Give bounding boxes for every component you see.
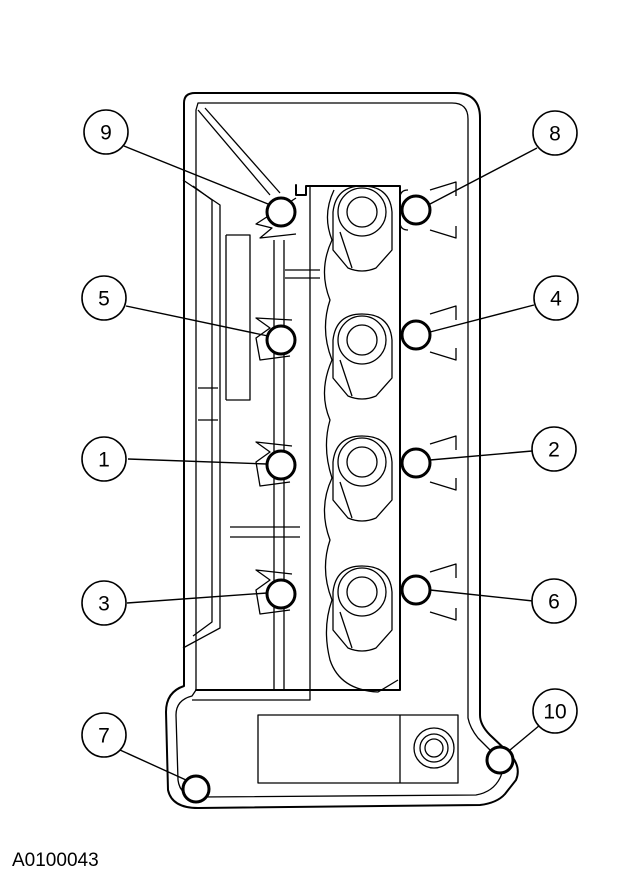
cover-outline [165,92,519,809]
callout-9: 9 [83,109,129,155]
callout-10: 10 [532,688,578,734]
cam-tower-outline [323,189,399,693]
callout-label-5: 5 [98,288,110,311]
callout-6: 6 [531,578,577,624]
callout-label-2: 2 [548,439,560,462]
callout-label-7: 7 [98,725,110,748]
callout-8: 8 [532,110,578,156]
callout-1: 1 [81,436,127,482]
spark-plug-tube-4 [332,565,393,652]
callout-3: 3 [81,580,127,626]
leader-lines [119,145,541,781]
callout-2: 2 [531,426,577,472]
bolt-8 [400,194,432,226]
right-bosses [399,181,457,621]
callout-label-9: 9 [100,122,112,145]
bolt-4 [400,319,432,351]
spark-plug-tube-3 [332,435,393,522]
callout-label-3: 3 [98,593,110,616]
figure-id: A0100043 [12,850,99,871]
callout-4: 4 [533,275,579,321]
bolt-1 [265,449,297,481]
left-bolt-ears [255,197,297,615]
bolt-9 [265,196,297,228]
spark-plug-tube-1 [332,185,393,272]
bolts [181,194,515,804]
bolt-2 [400,447,432,479]
callout-label-10: 10 [543,701,566,724]
bolt-7 [181,774,211,804]
bolt-3 [265,578,297,610]
callout-label-8: 8 [549,123,561,146]
left-inner-panel [182,107,320,649]
callout-label-4: 4 [550,288,562,311]
callout-5: 5 [81,275,127,321]
spark-plug-tube-2 [332,313,393,400]
bolt-10 [485,745,515,775]
bolt-6 [400,574,432,606]
oil-fill-area [257,714,459,784]
inner-frame [192,184,401,701]
callout-label-1: 1 [98,449,110,472]
callout-label-6: 6 [548,591,560,614]
callout-7: 7 [81,712,127,758]
bolt-5 [265,324,297,356]
